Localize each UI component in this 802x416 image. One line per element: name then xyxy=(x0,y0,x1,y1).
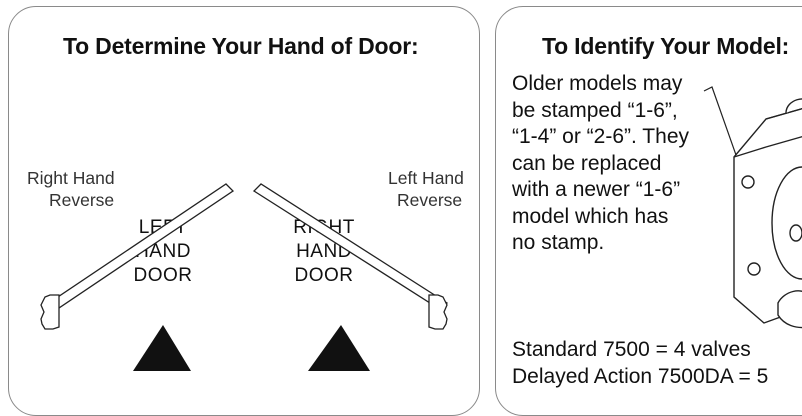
identify-model-panel: To Identify Your Model: Older models may… xyxy=(495,6,802,416)
right-door-slab xyxy=(252,183,448,311)
left-door-slab xyxy=(44,183,235,313)
left-hand-reverse-label-line1: Left Hand xyxy=(388,168,464,188)
right-door-frame xyxy=(428,294,448,330)
description-line-2: be stamped “1-6”, xyxy=(512,98,678,122)
older-models-description: Older models may be stamped “1-6”, “1-4”… xyxy=(512,71,689,257)
standard-valve-count: Standard 7500 = 4 valves xyxy=(512,338,751,361)
left-hand-reverse-label-line2: Reverse xyxy=(397,190,463,210)
description-line-5: with a newer “1-6” xyxy=(512,178,681,201)
description-line-7: no stamp. xyxy=(512,231,605,254)
left-door-frame xyxy=(40,294,60,330)
description-line-4: can be replaced xyxy=(512,151,662,175)
description-line-1: Older models may xyxy=(512,72,683,95)
valve-count-text: Standard 7500 = 4 valves Delayed Action … xyxy=(512,337,768,390)
right-hand-reverse-label-line1: Right Hand xyxy=(27,168,115,188)
delayed-action-valve-count: Delayed Action 7500DA = 5 xyxy=(512,364,769,388)
hand-of-door-panel: To Determine Your Hand of Door: Right Ha… xyxy=(8,6,480,416)
lock-body xyxy=(733,98,802,329)
left-hand-door-arrow xyxy=(133,325,191,371)
identify-model-title: To Identify Your Model: xyxy=(542,33,790,59)
right-hand-door-line3: DOOR xyxy=(294,265,354,286)
lock-model-illustration xyxy=(703,86,802,329)
right-hand-door-arrow xyxy=(308,325,370,371)
description-line-6: model which has xyxy=(512,204,669,228)
right-hand-door-line2: HAND xyxy=(296,241,352,262)
hand-of-door-title: To Determine Your Hand of Door: xyxy=(63,33,419,59)
left-hand-door-line3: DOOR xyxy=(133,265,193,286)
description-line-3: “1-4” or “2-6”. They xyxy=(512,125,689,148)
right-hand-reverse-label-line2: Reverse xyxy=(49,190,115,210)
door-hand-diagram xyxy=(40,183,448,371)
